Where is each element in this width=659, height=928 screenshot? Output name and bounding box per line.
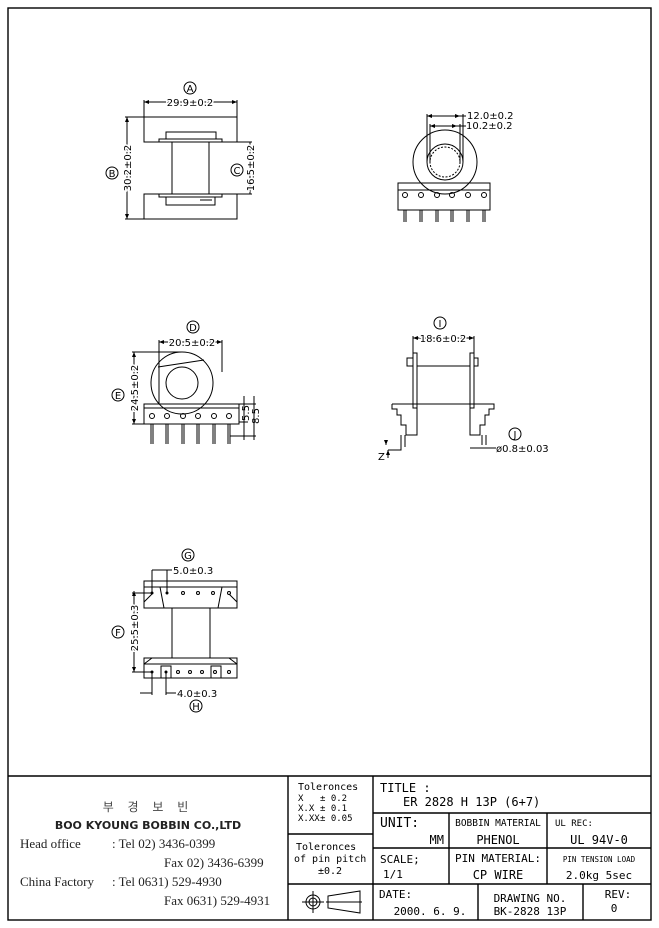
- head-office-label: Head office: [20, 836, 81, 851]
- tol-xxx-value: ± 0.05: [320, 814, 353, 824]
- pitch-tolerance-subtitle: of pin pitch: [294, 854, 366, 865]
- bobbin-material-label: BOBBIN MATERIAL: [455, 818, 541, 829]
- callout-e-label: E: [115, 391, 121, 402]
- bobbin-material-value: PHENOL: [476, 833, 519, 847]
- pin-material-label: PIN MATERIAL:: [455, 852, 541, 865]
- tol-x-value: ± 0.2: [320, 794, 347, 804]
- dim-a: 29.9±0.2: [167, 98, 214, 109]
- scale-label: SCALE;: [380, 853, 420, 866]
- callout-i-label: I: [439, 319, 442, 330]
- dim-j: ø0.8±0.03: [496, 444, 549, 455]
- company-korean-name: 부 경 보 빈: [103, 800, 194, 814]
- end-view: 12.0±0.2 10.2±0.2: [397, 111, 514, 222]
- z-label: Z: [378, 452, 385, 463]
- dim-outer-diameter: 12.0±0.2: [467, 111, 514, 122]
- drawing-no-value: BK-2828 13P: [494, 905, 567, 918]
- dim-b: 30.2±0.2: [123, 145, 134, 192]
- dim-g: 5.0±0.3: [173, 566, 213, 577]
- callout-c-label: C: [234, 166, 241, 177]
- rev-label: REV:: [605, 888, 632, 901]
- callout-a: [183, 81, 197, 95]
- profile-view: I 18.6±0.2 J ø0.8±0.03 Z: [378, 316, 549, 463]
- drawing-frame: [7, 7, 652, 921]
- tolerances-title: Toleronces: [298, 782, 358, 793]
- bottom-view: G 5.0±0.3 F 25.5±0.3 4.0±0.3 H: [111, 548, 238, 713]
- pin-material-value: CP WIRE: [473, 868, 524, 882]
- pin-tension-value: 2.0kg 5sec: [566, 869, 632, 882]
- dim-5-5: 5.5: [241, 405, 252, 421]
- drawing-no-label: DRAWING NO.: [494, 892, 567, 905]
- china-factory-label: China Factory: [20, 874, 95, 889]
- unit-value: MM: [430, 833, 444, 847]
- pin-tension-label: PIN TENSION LOAD: [563, 855, 636, 864]
- dim-inner-diameter: 10.2±0.2: [466, 121, 513, 132]
- tol-xxx: X.XX: [298, 814, 320, 824]
- callout-h-label: H: [192, 702, 200, 713]
- callout-f-label: F: [115, 628, 121, 639]
- callout-j-label: J: [513, 430, 517, 441]
- ul-rec-label: UL REC:: [555, 819, 593, 829]
- callout-g-label: G: [184, 551, 192, 562]
- front-view: A 29.9±0.2 B 30.2±0.2 C 16.5±0.2: [105, 81, 259, 220]
- side-view: D 20.5±0.2 E 24.5±0.2 5.5 8.5: [111, 320, 262, 444]
- tol-x: X: [298, 794, 304, 804]
- date-value: 2000. 6. 9.: [394, 905, 467, 918]
- dim-e: 24.5±0.2: [130, 365, 141, 412]
- unit-label: UNIT:: [380, 816, 419, 831]
- scale-value: 1/1: [383, 868, 403, 881]
- callout-b-label: B: [109, 169, 116, 180]
- dim-i: 18.6±0.2: [420, 334, 467, 345]
- date-label: DATE:: [379, 888, 412, 901]
- head-office-fax: Fax 02) 3436-6399: [164, 855, 264, 870]
- dim-h: 4.0±0.3: [177, 689, 217, 700]
- callout-a-label: A: [187, 84, 194, 95]
- dim-c: 16.5±0.2: [246, 145, 257, 192]
- head-office-tel: : Tel 02) 3436-0399: [112, 836, 215, 851]
- callout-d-label: D: [189, 323, 197, 334]
- tol-xx-value: ± 0.1: [320, 804, 347, 814]
- company-name: BOO KYOUNG BOBBIN CO.,LTD: [55, 819, 241, 832]
- dim-d: 20.5±0.2: [169, 338, 216, 349]
- pitch-tolerance-value: ±0.2: [318, 866, 342, 877]
- ul-rec-value: UL 94V-0: [570, 833, 628, 847]
- dim-8-5: 8.5: [251, 408, 262, 424]
- dim-f: 25.5±0.3: [130, 605, 141, 652]
- title-block: 부 경 보 빈 BOO KYOUNG BOBBIN CO.,LTD Head o…: [8, 775, 651, 920]
- rev-value: 0: [611, 902, 618, 915]
- china-factory-fax: Fax 0631) 529-4931: [164, 893, 270, 908]
- projection-symbol-icon: [302, 890, 362, 914]
- china-factory-tel: : Tel 0631) 529-4930: [112, 874, 222, 889]
- pitch-tolerance-title: Toleronces: [296, 842, 356, 853]
- title-value: ER 2828 H 13P (6+7): [403, 795, 540, 809]
- title-label: TITLE :: [380, 781, 431, 795]
- tol-xx: X.X: [298, 804, 315, 814]
